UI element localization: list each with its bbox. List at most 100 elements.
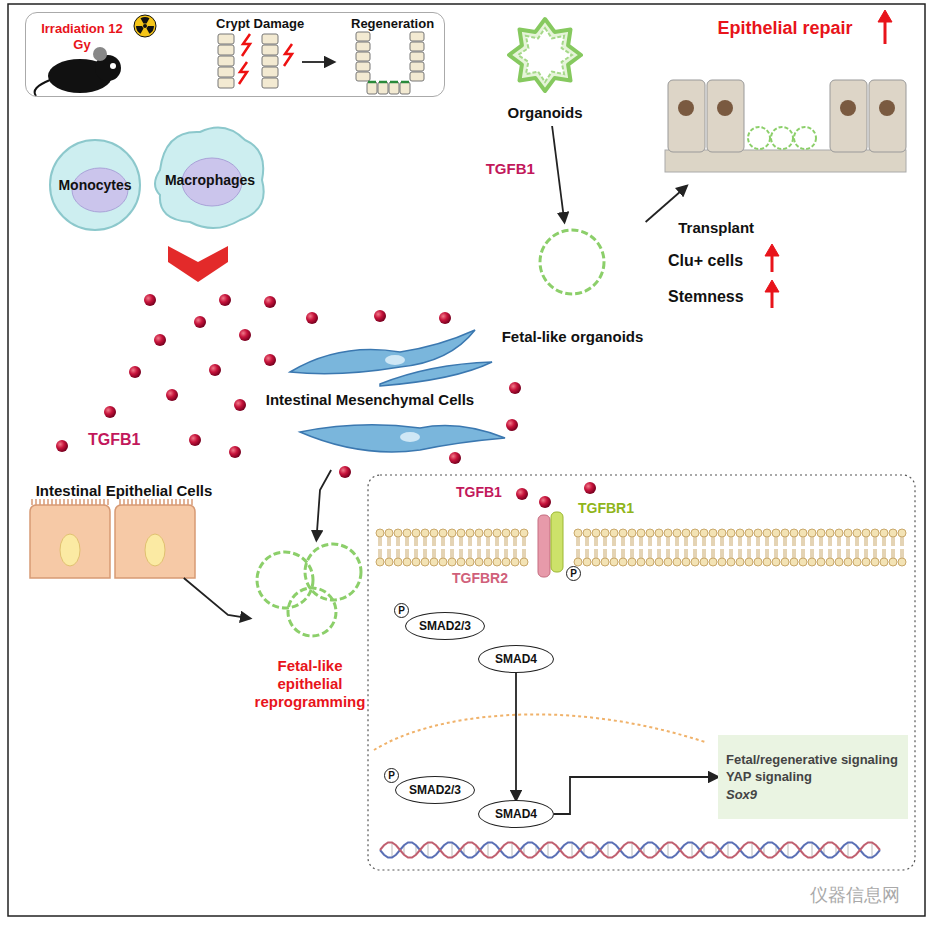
lipid-tail xyxy=(397,537,398,546)
lipid-tail xyxy=(588,549,589,558)
lipid-tail xyxy=(640,537,641,546)
lipid-tail xyxy=(865,537,866,546)
lipid-head xyxy=(718,529,726,537)
tgfb1-dot xyxy=(189,434,201,446)
lipid-tail xyxy=(858,549,859,558)
lipid-tail xyxy=(883,537,884,546)
lightning xyxy=(242,34,250,56)
lipid-head xyxy=(745,529,753,537)
lipid-tail xyxy=(822,549,823,558)
lipid-tail xyxy=(579,537,580,546)
tgfb1-dot xyxy=(129,366,141,378)
node-text: Crypt Damage xyxy=(216,16,304,32)
node-text: Monocytes xyxy=(58,177,131,194)
lipid-tail xyxy=(397,549,398,558)
tgfb1-dot xyxy=(439,312,451,324)
lipid-tail xyxy=(667,549,668,558)
lipid-tail xyxy=(685,549,686,558)
lipid-tail xyxy=(381,549,382,558)
lipid-tail xyxy=(577,537,578,546)
lipid-tail xyxy=(696,537,697,546)
microvillus xyxy=(103,499,105,505)
lipid-head xyxy=(862,529,870,537)
microvillus xyxy=(175,499,177,505)
microvillus xyxy=(95,499,97,505)
lipid-tail xyxy=(631,537,632,546)
connector-arrow xyxy=(554,777,718,814)
text-label: TGFB1 xyxy=(88,430,140,449)
lipid-tail xyxy=(757,537,758,546)
lipid-tail xyxy=(433,537,434,546)
lipid-head xyxy=(871,529,879,537)
lipid-tail xyxy=(694,537,695,546)
crypt-cell xyxy=(410,52,424,61)
microvillus xyxy=(79,499,81,505)
phospho-mark: P xyxy=(566,566,581,581)
lipid-tail xyxy=(804,537,805,546)
microvillus xyxy=(155,499,157,505)
lipid-tail xyxy=(478,537,479,546)
lipid-head xyxy=(574,529,582,537)
smad-ellipse: SMAD2/3 xyxy=(395,776,475,804)
lightning xyxy=(239,62,247,84)
node-text: SMAD4 xyxy=(495,652,537,666)
lipid-head xyxy=(664,558,672,566)
lipid-tail xyxy=(793,549,794,558)
lipid-tail xyxy=(901,549,902,558)
lipid-head xyxy=(448,529,456,537)
lipid-tail xyxy=(595,537,596,546)
macrophage-label-node: Macrophages xyxy=(150,160,270,200)
microvillus xyxy=(191,499,193,505)
lipid-head xyxy=(493,558,501,566)
node-text: SMAD4 xyxy=(495,807,537,821)
lipid-tail xyxy=(705,537,706,546)
lipid-head xyxy=(394,529,402,537)
organoid-shape xyxy=(509,19,581,91)
microvillus xyxy=(163,499,165,505)
radiation-blade xyxy=(136,26,144,34)
lipid-tail xyxy=(723,549,724,558)
lipid-tail xyxy=(505,537,506,546)
lipid-tail xyxy=(460,537,461,546)
lipid-tail xyxy=(525,549,526,558)
lipid-tail xyxy=(379,549,380,558)
microvillus xyxy=(51,499,53,505)
lipid-tail xyxy=(651,549,652,558)
lipid-tail xyxy=(415,549,416,558)
node-text: SMAD2/3 xyxy=(409,783,461,797)
lipid-tail xyxy=(507,537,508,546)
base-pair xyxy=(548,842,549,857)
crypt-cell xyxy=(262,34,278,44)
lipid-tail xyxy=(793,537,794,546)
lipid-tail xyxy=(444,549,445,558)
crypt-cell xyxy=(410,42,424,51)
lipid-head xyxy=(682,558,690,566)
lipid-tail xyxy=(784,549,785,558)
lipid-tail xyxy=(586,549,587,558)
microvillus xyxy=(179,499,181,505)
lipid-tail xyxy=(795,549,796,558)
lipid-head xyxy=(475,558,483,566)
lipid-tail xyxy=(379,537,380,546)
phospho-mark: P xyxy=(394,603,409,618)
lipid-tail xyxy=(505,549,506,558)
lipid-tail xyxy=(885,537,886,546)
lipid-head xyxy=(817,558,825,566)
tgfb1-dot xyxy=(264,296,276,308)
lipid-head xyxy=(466,558,474,566)
lipid-tail xyxy=(442,549,443,558)
crypt-cell xyxy=(262,67,278,77)
lipid-head xyxy=(403,529,411,537)
lipid-tail xyxy=(669,537,670,546)
lipid-tail xyxy=(606,549,607,558)
node-text: Regeneration xyxy=(351,16,434,32)
fetal-organoid-node: Fetal-like organoids xyxy=(490,222,655,350)
lipid-tail xyxy=(856,537,857,546)
lipid-head xyxy=(691,558,699,566)
dna-helix xyxy=(380,842,880,857)
lipid-tail xyxy=(687,537,688,546)
tgfb1-dot xyxy=(306,312,318,324)
lipid-tail xyxy=(408,549,409,558)
lipid-head xyxy=(610,558,618,566)
